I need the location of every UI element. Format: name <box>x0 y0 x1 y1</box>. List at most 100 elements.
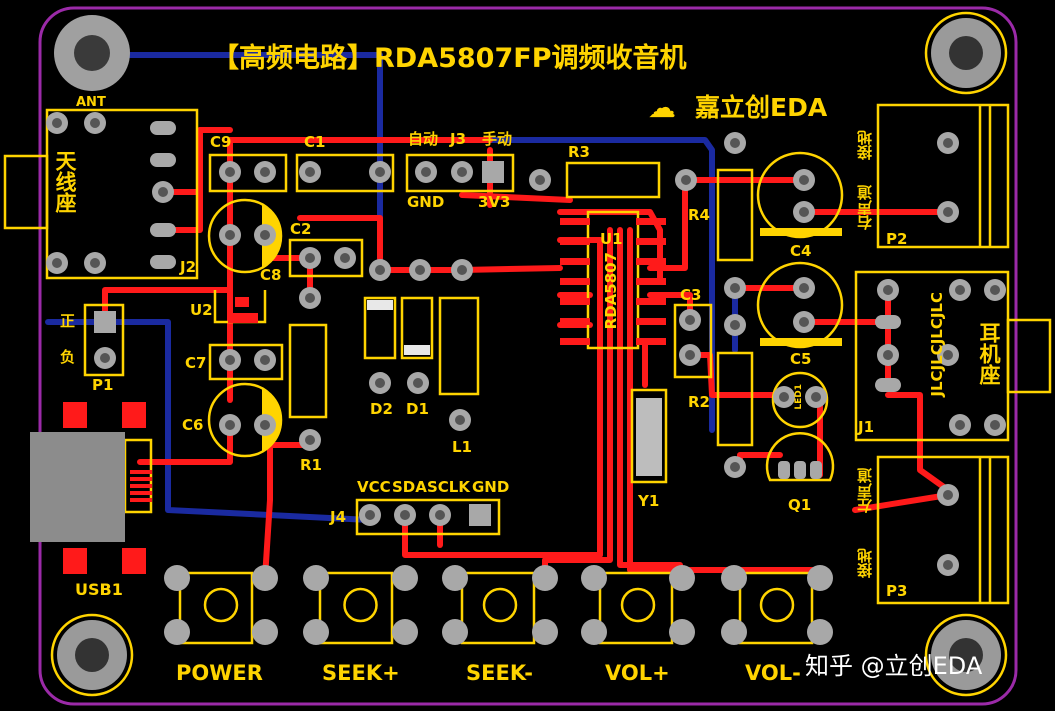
pad-hole <box>811 392 821 402</box>
u2-label: U2 <box>190 301 213 319</box>
earphone-seat-label: 耳机座 <box>977 322 1001 385</box>
pad-hole <box>260 167 270 177</box>
pad-hole <box>730 462 740 472</box>
pad-hole <box>435 510 445 520</box>
pad-hole <box>375 378 385 388</box>
pad-hole <box>375 265 385 275</box>
q1-label: Q1 <box>788 496 812 514</box>
button-pad <box>392 619 418 645</box>
pad-hole <box>990 420 1000 430</box>
pad-hole <box>455 415 465 425</box>
manual-label: 手动 <box>482 130 513 148</box>
pad-hole <box>685 315 695 325</box>
pad-hole <box>943 207 953 217</box>
pad-hole <box>990 285 1000 295</box>
led1-label: LED1 <box>794 384 804 410</box>
pad-hole <box>260 230 270 240</box>
pad-hole <box>365 510 375 520</box>
y1-label: Y1 <box>638 492 660 510</box>
pad-hole <box>415 265 425 275</box>
component-bodies <box>30 205 842 574</box>
square-pad <box>469 504 491 526</box>
r1-label: R1 <box>300 456 322 474</box>
button-pad <box>532 565 558 591</box>
watermark: 知乎 @立创EDA <box>805 652 983 680</box>
oval-pad <box>150 255 176 269</box>
j4-label: J4 <box>330 508 347 526</box>
button-label-power: POWER <box>176 661 263 685</box>
button-pad <box>669 565 695 591</box>
p1-label: P1 <box>92 376 114 394</box>
button-cap <box>620 587 656 623</box>
p2-label: P2 <box>886 230 908 248</box>
button-label-vol-plus: VOL+ <box>605 661 670 685</box>
pad-hole <box>883 285 893 295</box>
pad-hole <box>535 175 545 185</box>
oval-pad <box>150 223 176 237</box>
mounting-holes <box>50 11 1008 697</box>
j4-vcc-label: VCC <box>357 478 391 496</box>
ant-label: ANT <box>76 95 106 110</box>
button-pad <box>581 619 607 645</box>
p3-ground-label: 接地 <box>856 548 874 578</box>
through-hole-pads <box>46 112 1006 645</box>
button-pad <box>721 619 747 645</box>
pad-hole <box>943 350 953 360</box>
button-cap <box>343 587 378 623</box>
pad-hole <box>681 175 691 185</box>
pad-hole <box>779 392 789 402</box>
pad-hole <box>943 138 953 148</box>
button-pad <box>303 619 329 645</box>
board-title: 【高频电路】RDA5807FP调频收音机 <box>212 43 687 74</box>
chip-label: RDA5807 <box>602 252 620 330</box>
button-pad <box>164 565 190 591</box>
j4-sda-label: SDA <box>392 478 427 496</box>
pad-hole <box>90 118 100 128</box>
pad-hole <box>883 350 893 360</box>
pad-hole <box>100 353 110 363</box>
brand-logo-text: 嘉立创EDA <box>695 93 828 122</box>
p2-ground-label: 接地 <box>856 130 874 160</box>
transistor-pad <box>778 461 790 479</box>
pad-hole <box>225 355 235 365</box>
button-pad <box>532 619 558 645</box>
j4-gnd-label: GND <box>472 478 510 496</box>
oval-pad <box>150 121 176 135</box>
pad-hole <box>305 435 315 445</box>
d1-label: D1 <box>406 400 429 418</box>
button-cap <box>482 587 518 623</box>
square-pad <box>482 161 504 183</box>
button-pad <box>303 565 329 591</box>
pad-hole <box>421 167 431 177</box>
pad-hole <box>730 283 740 293</box>
auto-label: 自动 <box>408 130 439 148</box>
pad-hole <box>943 560 953 570</box>
c3-label: C3 <box>680 286 702 304</box>
r2-label: R2 <box>688 393 710 411</box>
j3-gnd-label: GND <box>407 193 445 211</box>
button-label-seek-plus: SEEK+ <box>322 661 400 685</box>
r3-label: R3 <box>568 143 590 161</box>
button-pad <box>164 619 190 645</box>
button-pad <box>252 565 278 591</box>
c8-label: C8 <box>260 266 282 284</box>
button-pad <box>392 565 418 591</box>
pad-hole <box>225 167 235 177</box>
u1-label: U1 <box>600 230 623 248</box>
pad-hole <box>305 293 315 303</box>
j3-3v3-label: 3V3 <box>478 193 511 211</box>
d2-label: D2 <box>370 400 393 418</box>
pad-hole <box>225 420 235 430</box>
pad-hole <box>413 378 423 388</box>
button-label-seek-minus: SEEK- <box>466 661 533 685</box>
pad-hole <box>90 258 100 268</box>
p3-left-channel-label: 左声道 <box>856 468 874 513</box>
button-pad <box>442 619 468 645</box>
j1-label: J1 <box>858 418 875 436</box>
positive-label: 正 <box>60 312 76 330</box>
c2-label: C2 <box>290 220 312 238</box>
button-cap <box>759 587 795 623</box>
pad-hole <box>340 253 350 263</box>
button-pad <box>581 565 607 591</box>
